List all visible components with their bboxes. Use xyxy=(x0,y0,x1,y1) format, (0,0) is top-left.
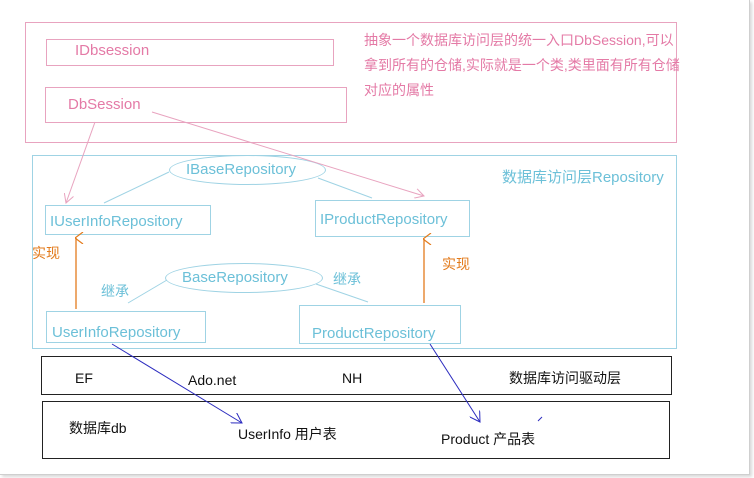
iproductrepository-label: IProductRepository xyxy=(320,211,448,228)
driver-nh-label: NH xyxy=(342,370,363,386)
ibaserepository-ellipse: IBaseRepository xyxy=(169,155,326,185)
repository-section xyxy=(32,155,677,349)
ibase-to-iuserinfo-line xyxy=(103,171,170,204)
iproductrepository-box: IProductRepository xyxy=(315,200,470,237)
userinforepository-box: UserInfoRepository xyxy=(46,311,206,343)
iuserinforepository-label: IUserInfoRepository xyxy=(50,213,183,230)
idbsession-label: IDbsession xyxy=(75,42,150,59)
userinforepository-label: UserInfoRepository xyxy=(52,324,181,341)
ibaserepository-label: IBaseRepository xyxy=(186,161,297,178)
product-to-table-arrow xyxy=(429,343,480,422)
driver-layer-box: EF Ado.net NH 数据库访问驱动层 xyxy=(41,356,672,395)
dbsession-label: DbSession xyxy=(68,96,141,113)
implement-label-left: 实现 xyxy=(32,245,60,261)
baserepository-ellipse: BaseRepository xyxy=(165,263,323,293)
driver-ef-label: EF xyxy=(75,370,93,386)
stray-mark xyxy=(537,416,543,422)
dbsession-to-iproduct-arrow xyxy=(151,111,424,196)
database-label: 数据库db xyxy=(69,420,127,436)
driver-adonet-label: Ado.net xyxy=(188,372,237,388)
driver-layer-label: 数据库访问驱动层 xyxy=(509,370,621,386)
productrepository-label: ProductRepository xyxy=(312,325,436,342)
base-to-product-line xyxy=(315,283,369,303)
base-to-userinfo-line xyxy=(127,279,168,304)
productrepository-box: ProductRepository xyxy=(299,305,461,344)
userinfo-table-label: UserInfo 用户表 xyxy=(238,426,337,442)
baserepository-label: BaseRepository xyxy=(182,269,288,286)
dbsession-to-iuserinfo-arrow xyxy=(66,121,96,203)
database-layer-box: 数据库db UserInfo 用户表 Product 产品表 xyxy=(42,401,670,459)
idbsession-box: IDbsession xyxy=(46,39,334,66)
implement-label-right: 实现 xyxy=(442,256,470,272)
ibase-to-iproduct-line xyxy=(317,177,373,199)
userinfo-to-table-arrow xyxy=(111,343,242,423)
product-table-label: Product 产品表 xyxy=(441,431,536,447)
dbsession-box: DbSession xyxy=(45,87,347,123)
repository-section-title: 数据库访问层Repository xyxy=(502,169,664,186)
iuserinforepository-box: IUserInfoRepository xyxy=(45,205,211,235)
dbsession-note: 抽象一个数据库访问层的统一入口DbSession,可以拿到所有的仓储,实际就是一… xyxy=(364,32,680,98)
dbsession-section xyxy=(25,22,677,143)
inherit-label-right: 继承 xyxy=(333,271,361,287)
inherit-label-left: 继承 xyxy=(101,283,129,299)
